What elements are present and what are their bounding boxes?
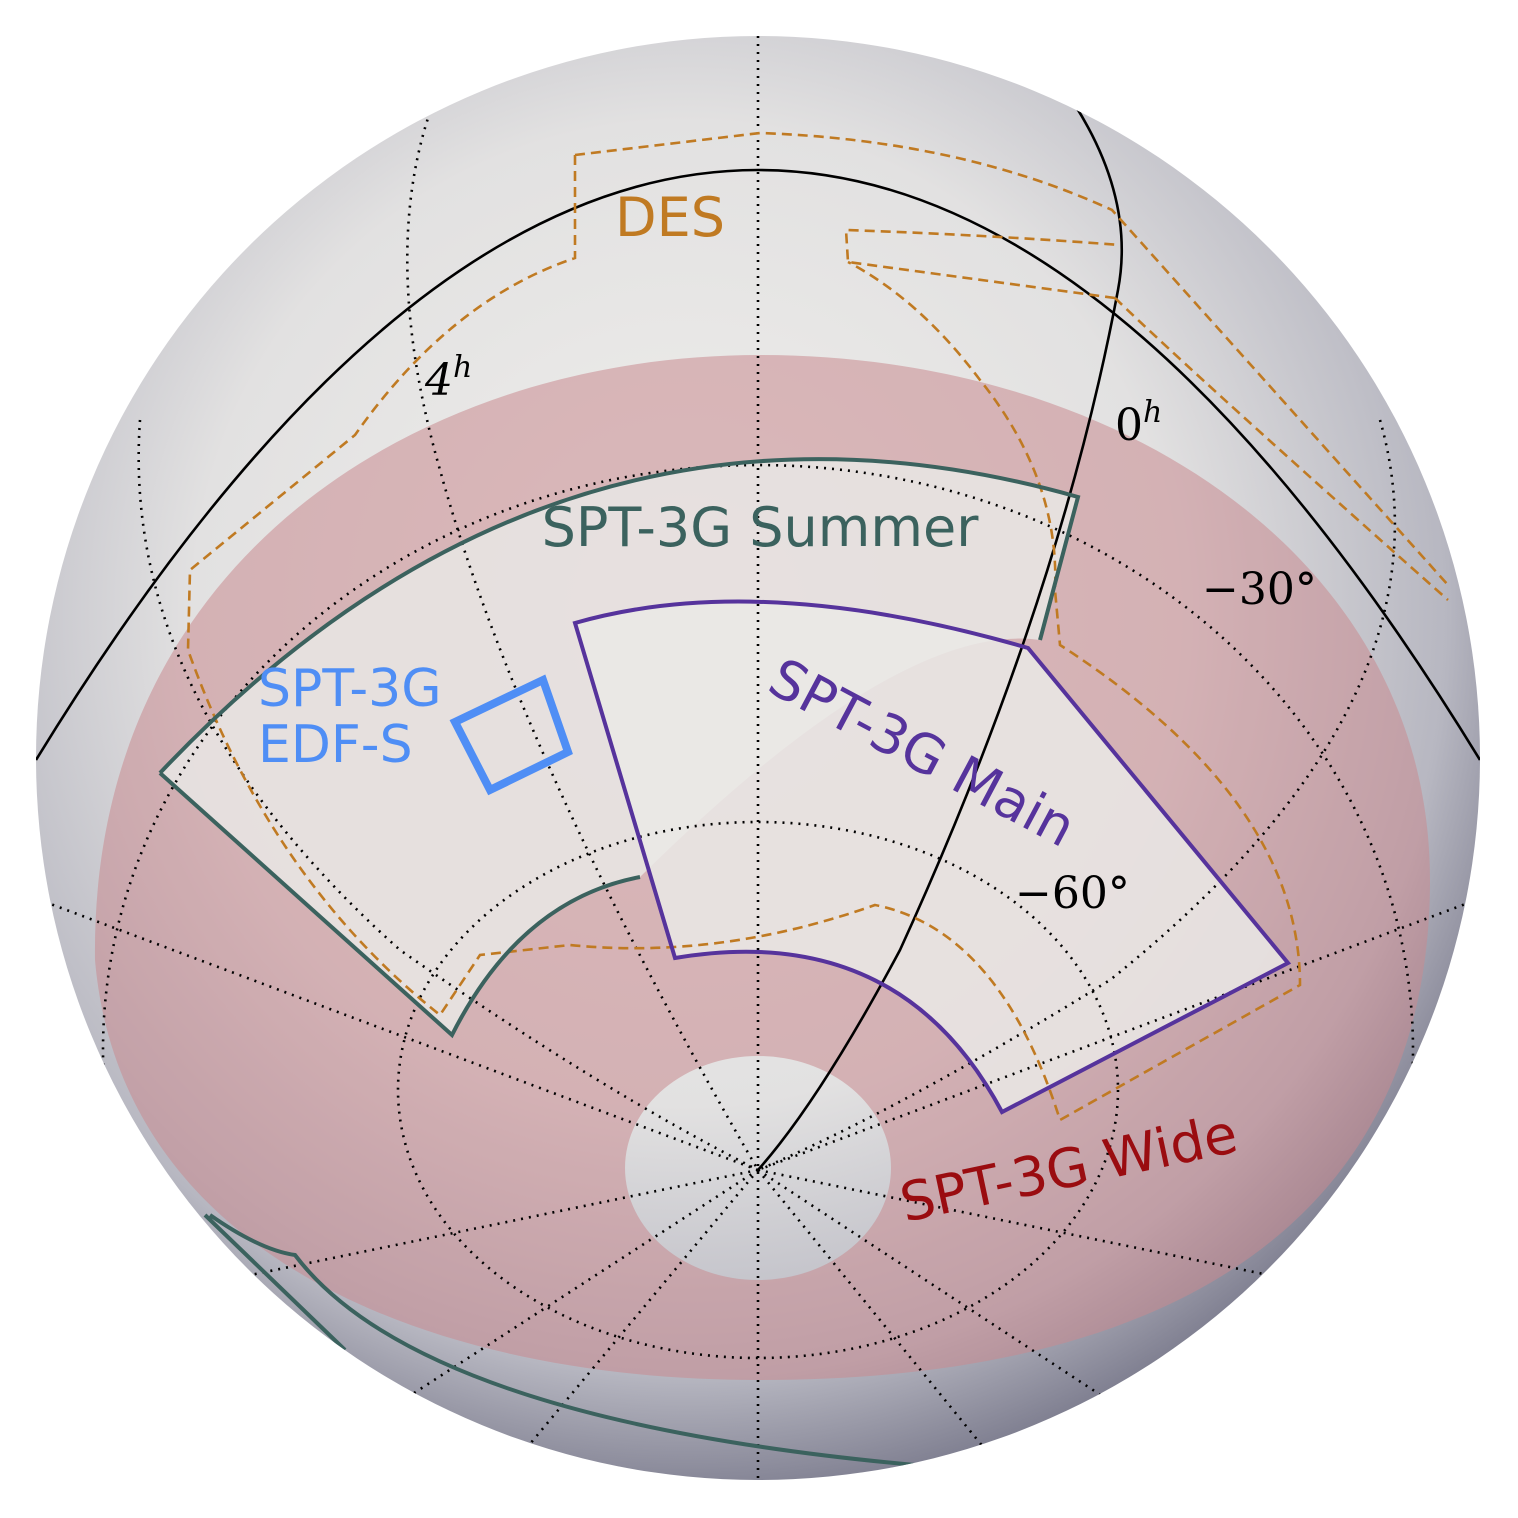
spt3g-edfs-footprint[interactable] — [449, 674, 573, 796]
graticule — [39, 36, 1477, 1480]
celestial-equator — [36, 168, 1480, 761]
edfs-label-line2: EDF-S — [258, 715, 413, 775]
spt3g-main-footprint — [572, 599, 1292, 1115]
ra-4h-label: 4h — [424, 350, 472, 406]
des-footprint — [186, 131, 1449, 1122]
spt3g-summer-footprint — [158, 457, 1081, 1467]
dec-60-label: −60° — [1015, 868, 1130, 919]
edfs-label-line1: SPT-3G — [258, 659, 442, 719]
des-label: DES — [615, 186, 725, 249]
ra-0h-label: 0h — [1115, 395, 1162, 451]
dec-30-label: −30° — [1202, 564, 1317, 615]
ra-0h-meridian — [757, 104, 1124, 1171]
main-interior — [575, 601, 1288, 1112]
summer-label: SPT-3G Summer — [542, 496, 980, 559]
